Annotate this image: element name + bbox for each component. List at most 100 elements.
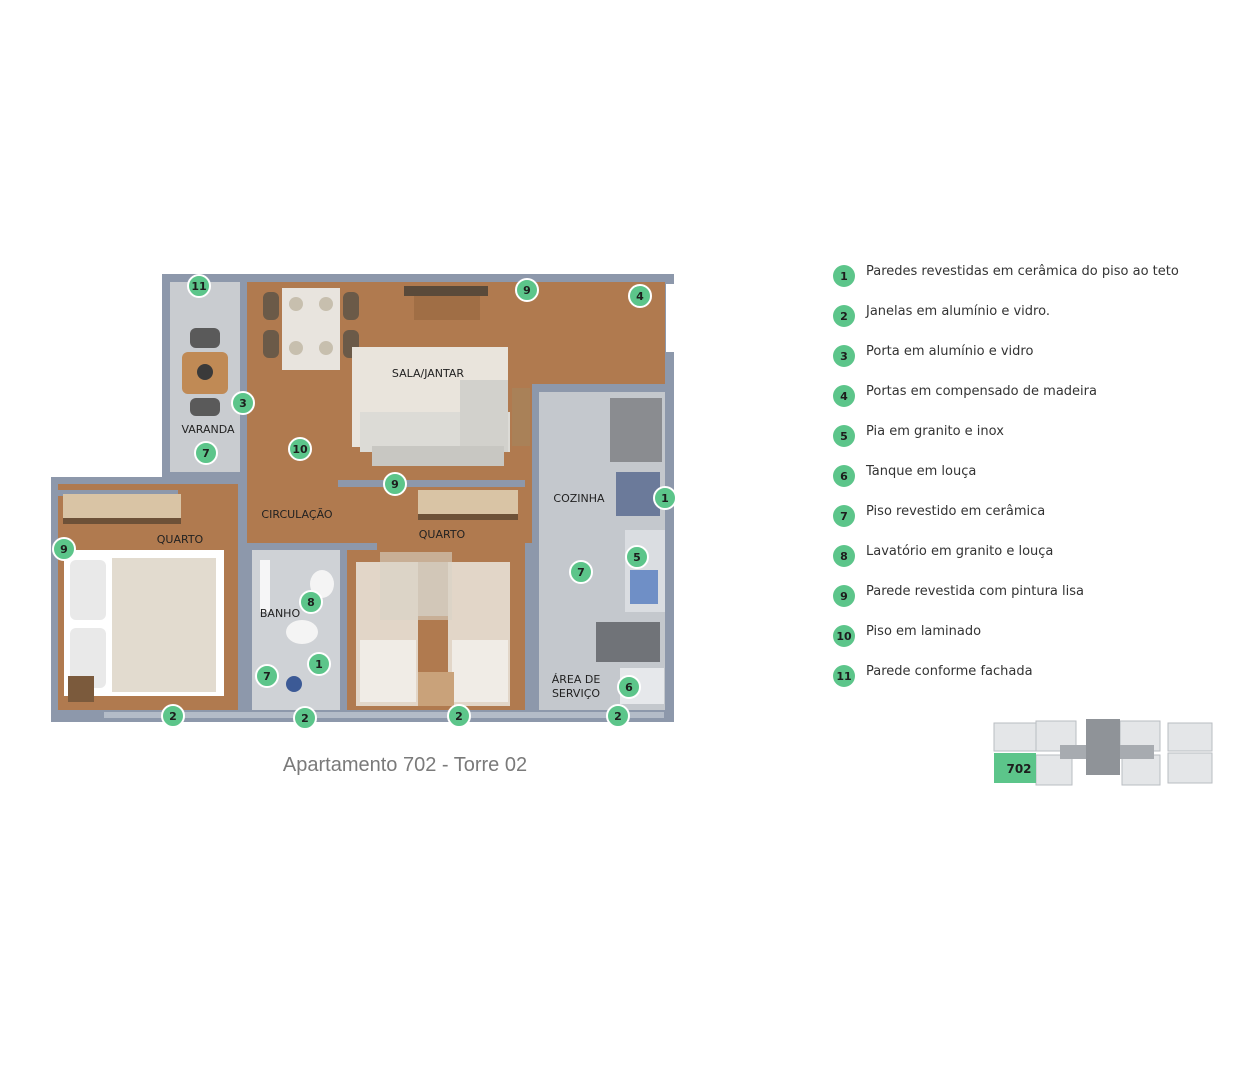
legend-text: Portas em compensado de madeira xyxy=(866,384,1097,399)
legend-number-badge: 6 xyxy=(833,465,855,487)
interior-walls xyxy=(58,282,665,713)
legend-number-badge: 7 xyxy=(833,505,855,527)
marker-10: 10 xyxy=(288,437,312,461)
legend-item: 2 Janelas em alumínio e vidro. xyxy=(833,302,1233,342)
svg-text:1: 1 xyxy=(315,658,323,671)
svg-text:5: 5 xyxy=(633,551,641,564)
legend-number-badge: 1 xyxy=(833,265,855,287)
apartment-caption: Apartamento 702 - Torre 02 xyxy=(282,754,528,776)
room-label-banho: BANHO xyxy=(260,607,301,620)
legend-text: Janelas em alumínio e vidro. xyxy=(866,304,1050,319)
svg-text:4: 4 xyxy=(636,290,644,303)
sideboard xyxy=(414,296,480,320)
floor-plan: SALA/JANTAR VARANDA CIRCULAÇÃO COZINHA Q… xyxy=(51,274,680,730)
room-label-quarto-mid: QUARTO xyxy=(419,528,466,541)
legend-text: Porta em alumínio e vidro xyxy=(866,344,1034,359)
marker-2-c: 2 xyxy=(447,704,471,728)
svg-text:7: 7 xyxy=(263,670,271,683)
kitchen-fixtures xyxy=(596,398,665,704)
marker-5: 5 xyxy=(625,545,649,569)
legend-number-badge: 9 xyxy=(833,585,855,607)
legend-item: 10 Piso em laminado xyxy=(833,622,1233,662)
side-shelf xyxy=(512,388,530,446)
marker-2-d: 2 xyxy=(606,704,630,728)
legend-text: Parede revestida com pintura lisa xyxy=(866,584,1084,599)
left-bedroom-wardrobe xyxy=(63,494,181,524)
legend-number-badge: 10 xyxy=(833,625,855,647)
svg-text:2: 2 xyxy=(614,710,622,723)
bathroom-fixtures xyxy=(260,560,334,692)
legend-text: Paredes revestidas em cerâmica do piso a… xyxy=(866,264,1179,279)
svg-text:2: 2 xyxy=(455,710,463,723)
svg-text:3: 3 xyxy=(239,397,247,410)
legend-item: 6 Tanque em louça xyxy=(833,462,1233,502)
legend-item: 3 Porta em alumínio e vidro xyxy=(833,342,1233,382)
window-sills xyxy=(104,712,664,718)
room-label-cozinha: COZINHA xyxy=(553,492,605,505)
svg-text:9: 9 xyxy=(391,478,399,491)
marker-6: 6 xyxy=(617,675,641,699)
circulation-rug xyxy=(380,552,452,620)
svg-text:1: 1 xyxy=(661,492,669,505)
building-key-plan: 702 xyxy=(993,719,1213,786)
room-label-varanda: VARANDA xyxy=(181,423,235,436)
legend-item: 7 Piso revestido em cerâmica xyxy=(833,502,1233,542)
marker-9-top: 9 xyxy=(515,278,539,302)
legend-text: Parede conforme fachada xyxy=(866,664,1033,679)
legend-item: 11 Parede conforme fachada xyxy=(833,662,1233,702)
mid-bedroom-wardrobe xyxy=(418,490,518,520)
marker-7-kitchen: 7 xyxy=(569,560,593,584)
living-room-sofa xyxy=(352,347,510,466)
marker-4: 4 xyxy=(628,284,652,308)
legend-item: 1 Paredes revestidas em cerâmica do piso … xyxy=(833,262,1233,302)
unit-702-label: 702 xyxy=(1006,762,1031,776)
room-label-quarto-left: QUARTO xyxy=(157,533,204,546)
marker-9-left: 9 xyxy=(52,537,76,561)
svg-text:8: 8 xyxy=(307,596,315,609)
finishes-legend: 1 Paredes revestidas em cerâmica do piso … xyxy=(833,262,1233,702)
marker-8: 8 xyxy=(299,590,323,614)
legend-number-badge: 8 xyxy=(833,545,855,567)
legend-number-badge: 3 xyxy=(833,345,855,367)
svg-text:9: 9 xyxy=(523,284,531,297)
room-label-circulacao: CIRCULAÇÃO xyxy=(261,508,332,521)
balcony-table xyxy=(182,328,228,416)
legend-number-badge: 5 xyxy=(833,425,855,447)
svg-text:2: 2 xyxy=(169,710,177,723)
room-label-area-servico-2: SERVIÇO xyxy=(552,687,600,700)
room-label-sala: SALA/JANTAR xyxy=(392,367,465,380)
svg-text:9: 9 xyxy=(60,543,68,556)
marker-1-bath: 1 xyxy=(307,652,331,676)
svg-text:7: 7 xyxy=(577,566,585,579)
legend-item: 5 Pia em granito e inox xyxy=(833,422,1233,462)
dining-table xyxy=(263,288,359,370)
marker-2-b: 2 xyxy=(293,706,317,730)
marker-3: 3 xyxy=(231,391,255,415)
left-bedroom-bed xyxy=(64,550,224,702)
legend-number-badge: 2 xyxy=(833,305,855,327)
legend-number-badge: 4 xyxy=(833,385,855,407)
legend-text: Piso em laminado xyxy=(866,624,982,639)
legend-number-badge: 11 xyxy=(833,665,855,687)
marker-7-varanda: 7 xyxy=(194,441,218,465)
legend-item: 8 Lavatório em granito e louça xyxy=(833,542,1233,582)
legend-item: 9 Parede revestida com pintura lisa xyxy=(833,582,1233,622)
unit-702-highlight xyxy=(994,753,1036,783)
legend-text: Pia em granito e inox xyxy=(866,424,1004,439)
tv-console xyxy=(404,286,488,296)
svg-text:7: 7 xyxy=(202,447,210,460)
svg-text:6: 6 xyxy=(625,681,633,694)
legend-item: 4 Portas em compensado de madeira xyxy=(833,382,1233,422)
legend-text: Tanque em louça xyxy=(866,464,977,479)
room-label-area-servico-1: ÁREA DE xyxy=(552,673,601,686)
svg-text:11: 11 xyxy=(191,280,206,293)
marker-9-circulacao: 9 xyxy=(383,472,407,496)
marker-1-kitchen: 1 xyxy=(653,486,677,510)
marker-11: 11 xyxy=(187,274,211,298)
svg-text:10: 10 xyxy=(292,443,308,456)
legend-text: Piso revestido em cerâmica xyxy=(866,504,1046,519)
marker-2-a: 2 xyxy=(161,704,185,728)
marker-7-bath: 7 xyxy=(255,664,279,688)
svg-text:2: 2 xyxy=(301,712,309,725)
legend-text: Lavatório em granito e louça xyxy=(866,544,1054,559)
